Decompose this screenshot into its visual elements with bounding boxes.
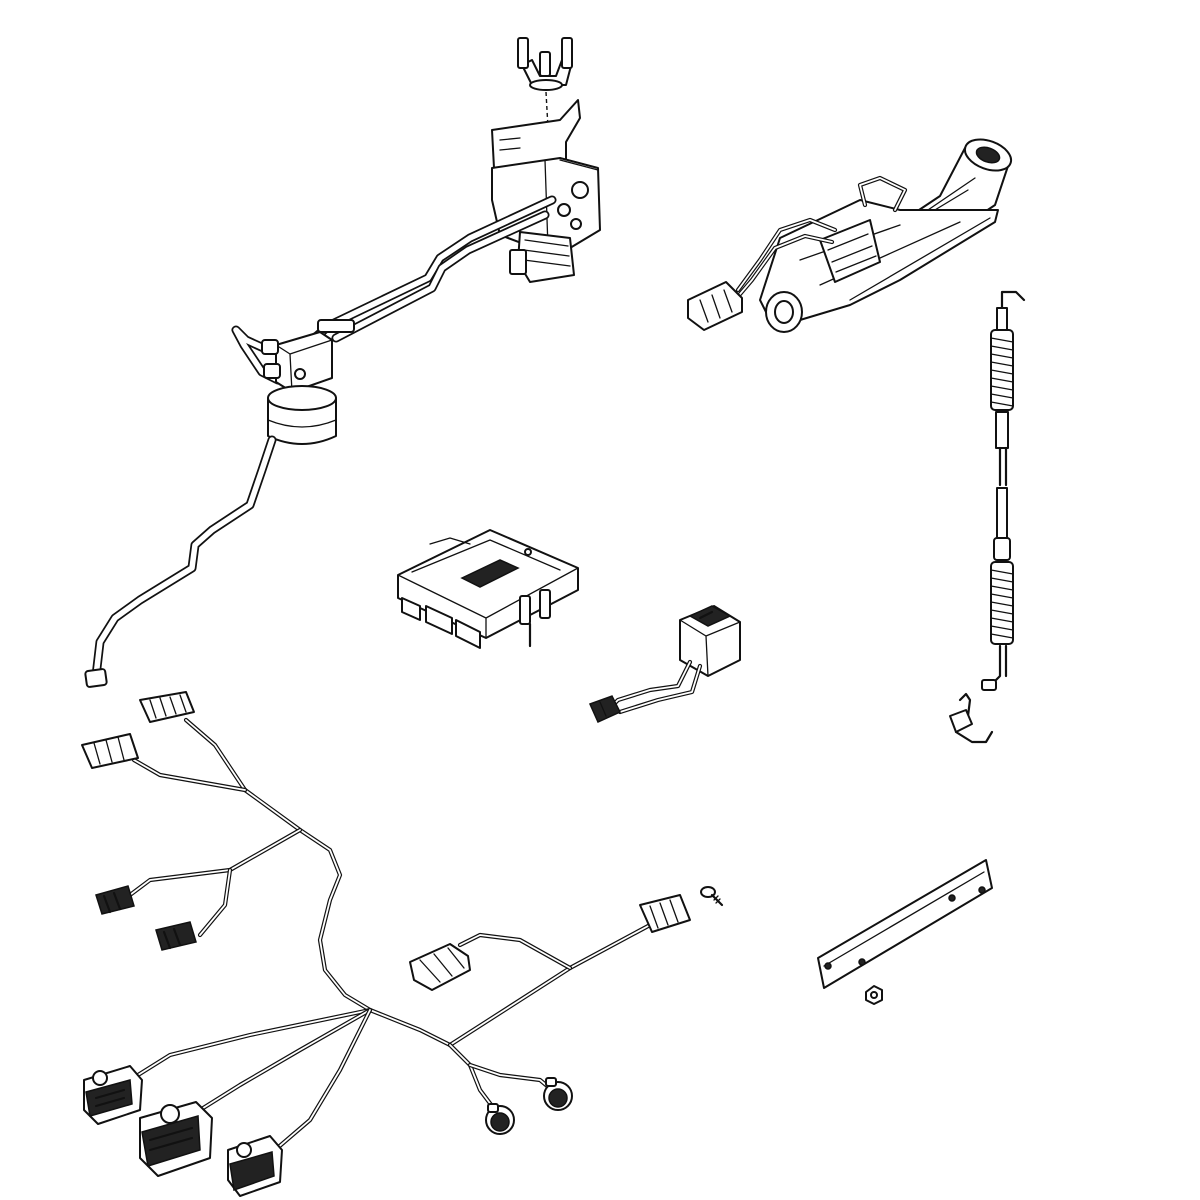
hydraulic-valve-assembly <box>491 37 601 283</box>
rod-clip <box>949 692 994 744</box>
harness-connector-top <box>139 691 195 723</box>
upper-spring <box>990 329 1014 411</box>
harness-round-connector-1 <box>485 1103 515 1135</box>
nut <box>865 985 883 1005</box>
electronic-control-unit <box>397 529 579 649</box>
harness-ecu-connector-2 <box>139 1101 213 1177</box>
line-valve-block <box>261 319 355 393</box>
steering-column-sensor <box>687 138 1013 333</box>
harness-plug-mid-lower <box>155 921 197 951</box>
rocker-switch-with-lead <box>588 605 741 723</box>
screw <box>700 886 724 907</box>
harness-connector-right <box>639 894 691 933</box>
sensor-connector <box>687 281 743 331</box>
lower-spring <box>990 561 1014 645</box>
line-filter-canister <box>267 385 337 445</box>
switch-lead-connector <box>588 695 622 723</box>
harness-plug-mid-upper <box>95 885 135 915</box>
valve-body <box>491 99 601 283</box>
harness-round-connector-2 <box>543 1077 573 1111</box>
harness-ecu-connector-1 <box>83 1065 143 1125</box>
hydraulic-line-with-filter <box>84 195 557 688</box>
valve-top-fitting <box>517 37 573 91</box>
harness-ecu-connector-3 <box>227 1135 283 1197</box>
harness-connector-oval <box>409 943 471 991</box>
control-rod-springs <box>949 290 1026 744</box>
mounting-plate <box>817 859 993 989</box>
main-wiring-harness <box>81 691 691 1197</box>
ecu-label-plate <box>460 559 520 588</box>
harness-connector-left <box>81 733 139 769</box>
